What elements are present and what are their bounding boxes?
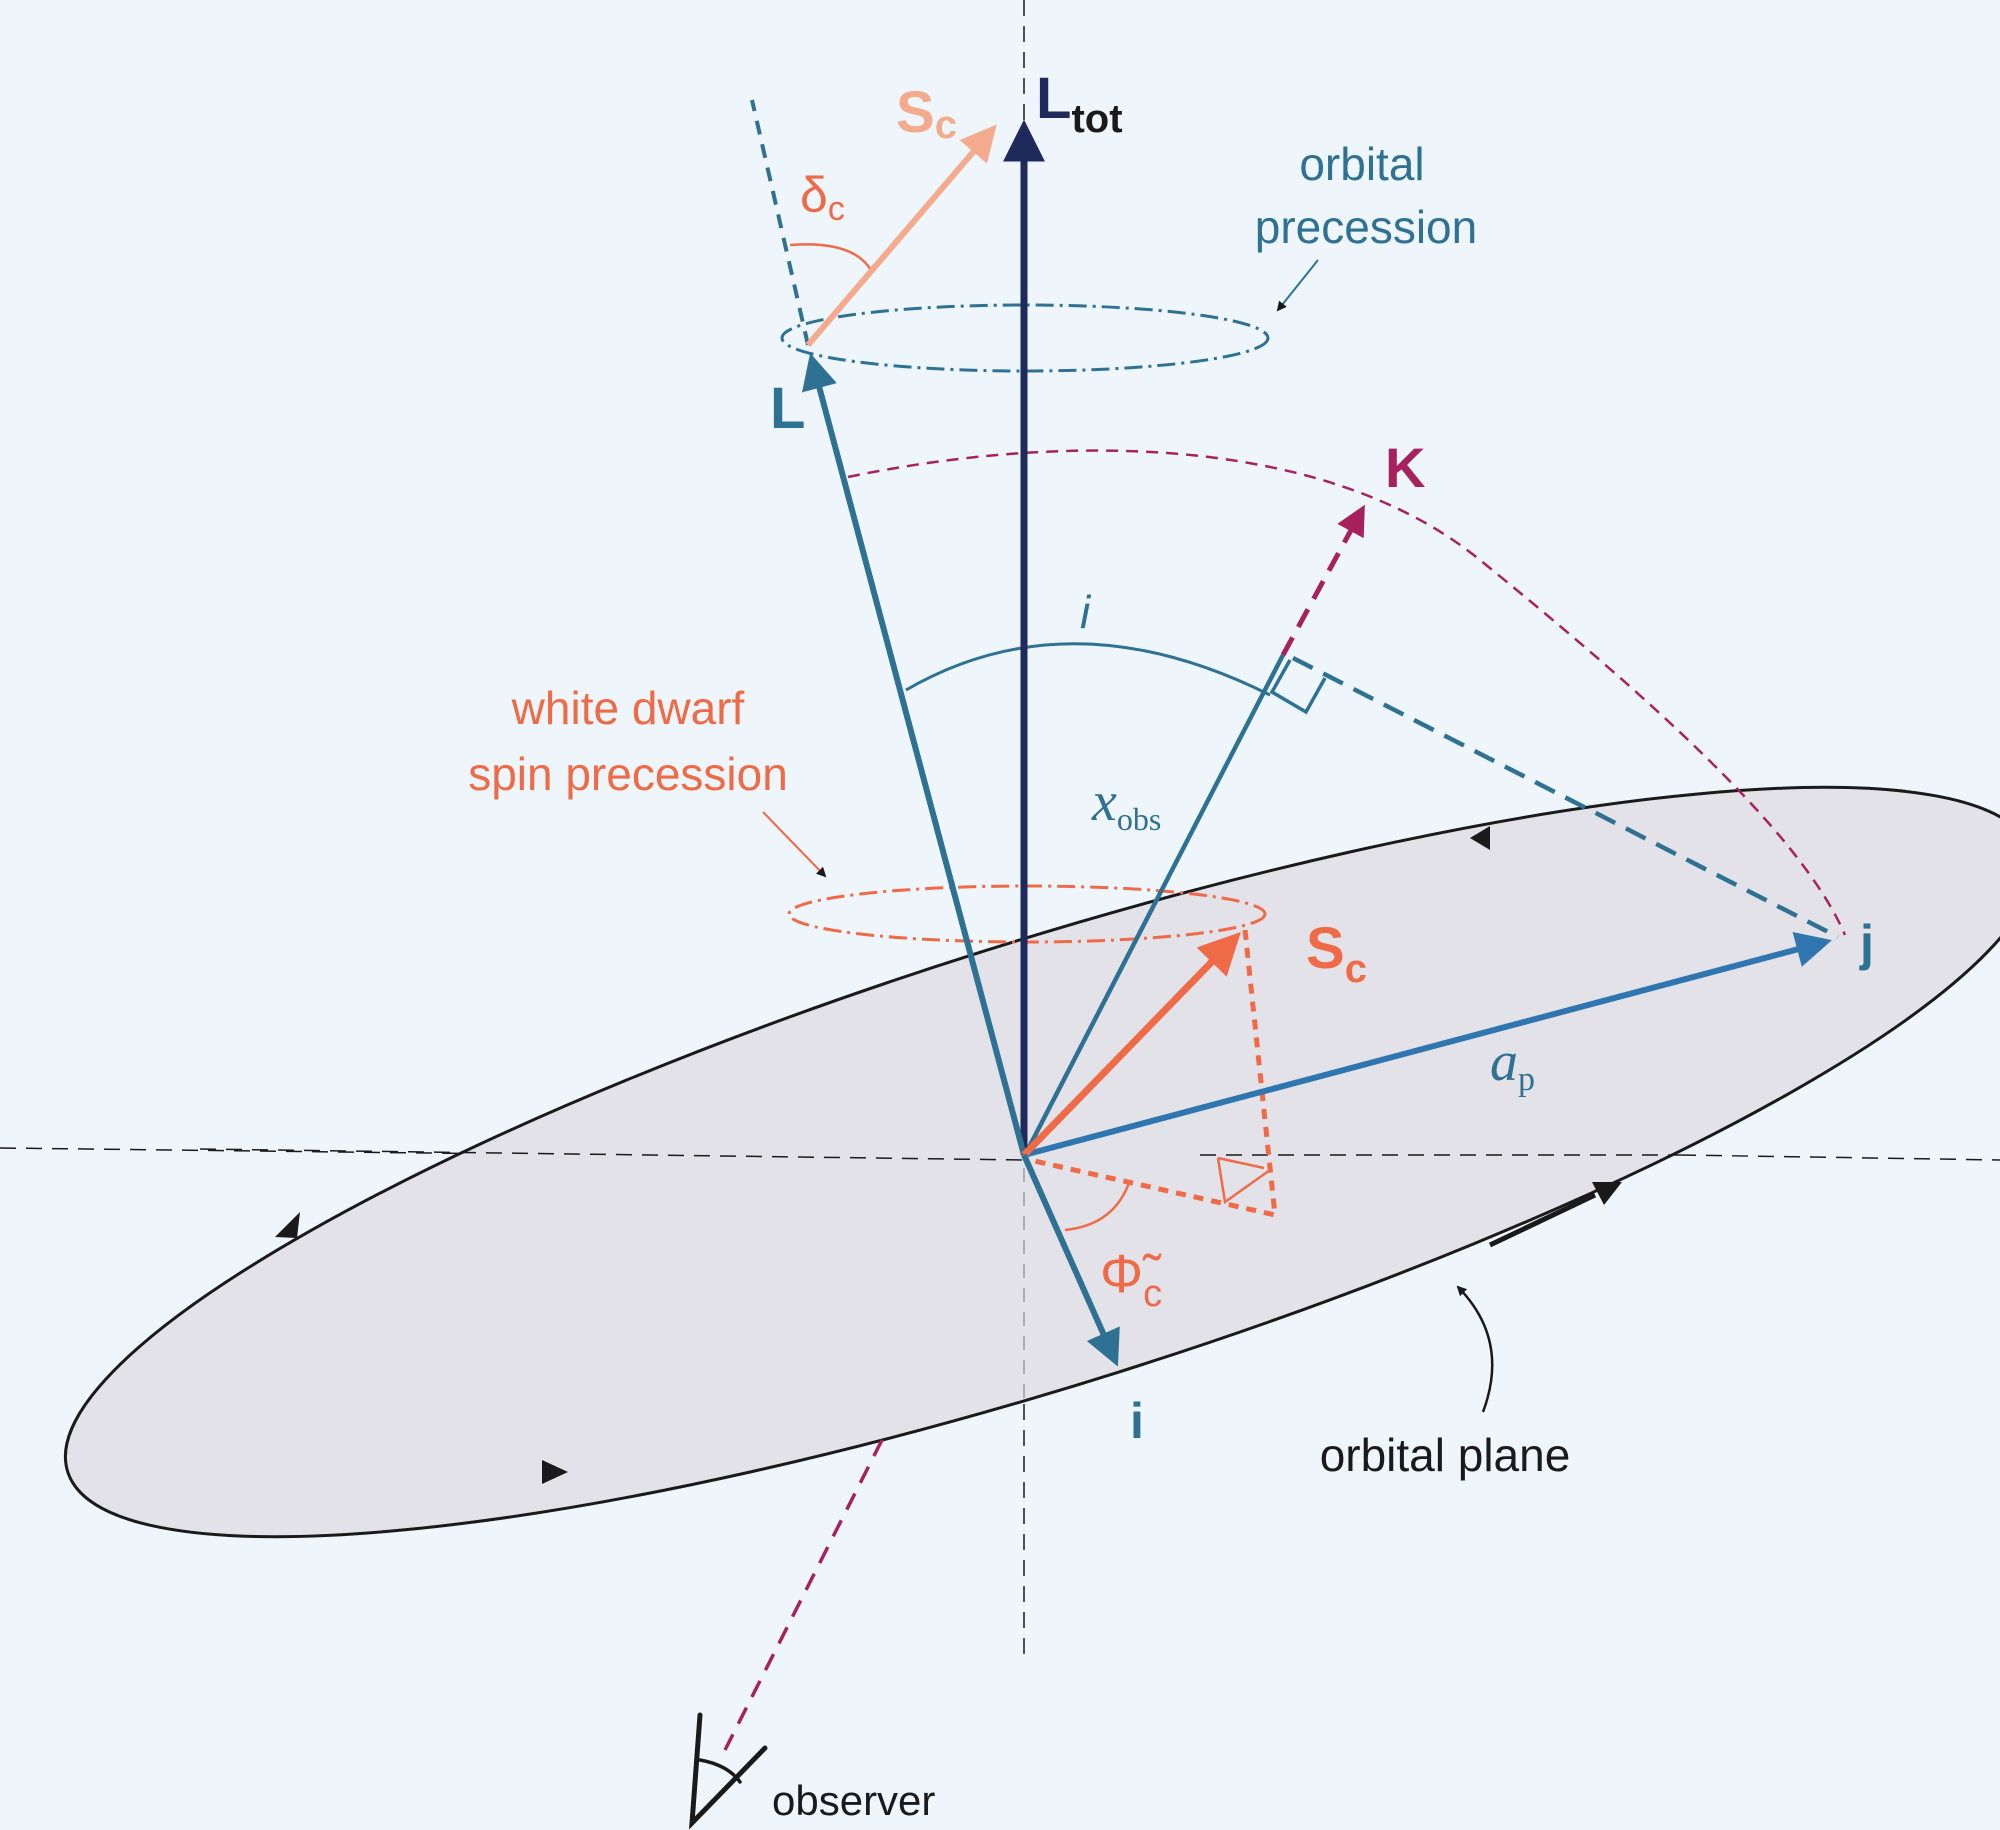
j-label: j bbox=[1859, 915, 1874, 971]
orbital-precession-pointer bbox=[1276, 259, 1319, 312]
s-c-top-label: Sc bbox=[896, 80, 957, 147]
l-label: L bbox=[770, 376, 805, 441]
j-vector bbox=[1023, 932, 1832, 1158]
l-to-j-arc bbox=[847, 449, 1847, 936]
horizontal-axis-left bbox=[0, 1147, 1025, 1161]
inclination-arc bbox=[905, 642, 1271, 697]
inclination-label: i bbox=[1080, 586, 1092, 638]
s-c-mid-label: Sc bbox=[1306, 916, 1367, 991]
delta-c-label: δc bbox=[800, 167, 845, 228]
horizontal-axis-right bbox=[1679, 1154, 2000, 1161]
a-p-label: ap bbox=[1490, 1031, 1535, 1098]
observer-label: observer bbox=[772, 1777, 935, 1824]
x-obs-perpendicular bbox=[1291, 655, 1840, 940]
wd-precession-label-1: white dwarf bbox=[511, 682, 745, 734]
l-extension bbox=[750, 99, 810, 346]
orbital-precession-label-1: orbital bbox=[1299, 138, 1424, 190]
orbital-precession-label-2: precession bbox=[1255, 201, 1477, 253]
orbital-precession-ring bbox=[780, 303, 1270, 373]
x-obs-label: xobs bbox=[1091, 771, 1161, 837]
s-c-top-vector bbox=[805, 124, 997, 347]
right-angle-marker-top bbox=[1269, 659, 1327, 715]
s-c-mid-vector bbox=[1021, 931, 1241, 1158]
wd-precession-label-2: spin precession bbox=[468, 748, 788, 800]
sc-projection bbox=[1029, 929, 1278, 1219]
orbit-direction-arrows bbox=[275, 826, 1622, 1484]
l-vector bbox=[802, 353, 1027, 1156]
i-vector bbox=[1021, 1153, 1120, 1367]
orbit-arrow-right bbox=[1592, 1182, 1622, 1205]
orbit-arrow-bottom bbox=[542, 1460, 568, 1484]
orbit-arrow-top bbox=[1470, 826, 1490, 850]
right-angle-marker-bottom bbox=[1216, 1157, 1271, 1205]
delta-c-arc bbox=[789, 243, 874, 273]
k-label: K bbox=[1385, 436, 1425, 499]
k-vector bbox=[1280, 504, 1365, 657]
x-obs-line bbox=[1023, 653, 1285, 1157]
orbital-plane-pointer bbox=[1456, 1285, 1494, 1413]
orbital-plane bbox=[63, 785, 2000, 1539]
wd-precession-pointer bbox=[762, 811, 827, 878]
orbit-arrow-left bbox=[275, 1212, 300, 1238]
i-label: i bbox=[1130, 1393, 1144, 1449]
phi-c-arc bbox=[1064, 1179, 1132, 1232]
l-tot-label: Ltot bbox=[1036, 66, 1123, 141]
observer-eye-icon bbox=[688, 1712, 768, 1830]
orbital-plane-label: orbital plane bbox=[1320, 1429, 1571, 1481]
